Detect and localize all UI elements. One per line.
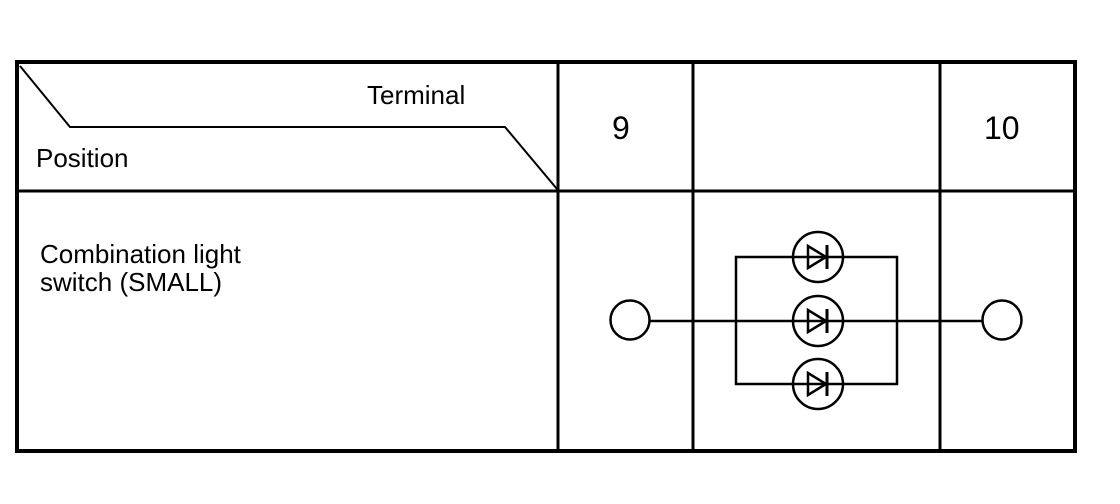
diode-group <box>791 230 845 411</box>
terminal-10-connection-point <box>981 299 1023 341</box>
diode-icon <box>791 230 845 284</box>
diode-icon <box>791 357 845 411</box>
terminal-10-label: 10 <box>984 110 1020 146</box>
terminal-9-label: 9 <box>612 110 630 146</box>
header-split-line <box>19 65 558 190</box>
position-row-label-line-2: switch (SMALL) <box>40 267 223 297</box>
terminal-header-label: Terminal <box>367 80 466 110</box>
position-row-label-line-1: Combination light <box>40 239 241 269</box>
position-row-label: Combination light switch (SMALL) <box>40 240 241 296</box>
position-header-label: Position <box>36 143 129 173</box>
table-border <box>15 60 1077 453</box>
terminal-9-connection-point <box>609 299 651 341</box>
diode-icon <box>791 294 845 348</box>
